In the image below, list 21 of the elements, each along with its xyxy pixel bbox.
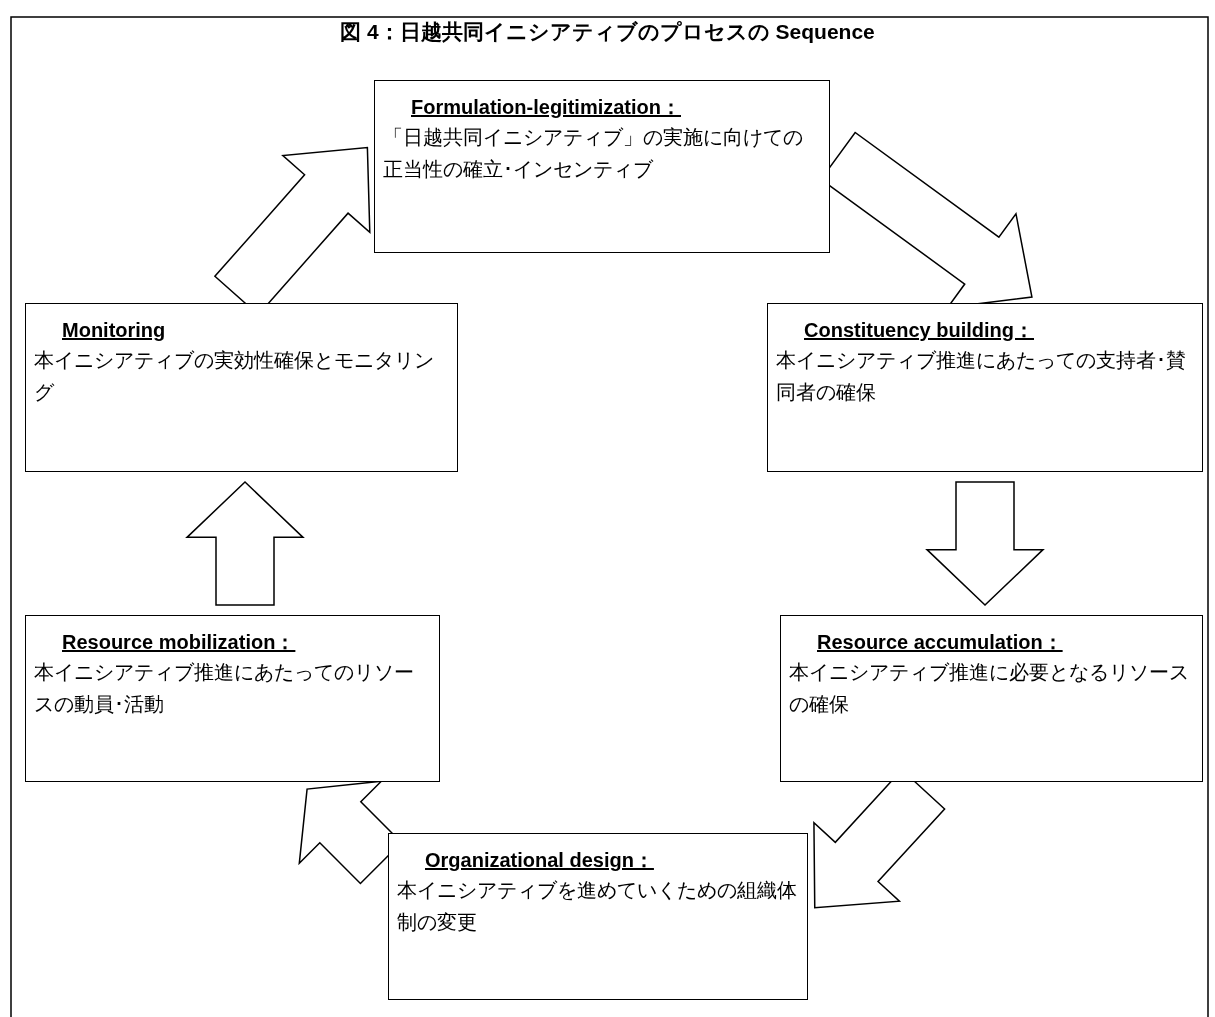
stage-heading: Resource accumulation： — [816, 630, 1063, 655]
process-box — [25, 615, 440, 782]
stage-description: 本イニシアティブの実効性確保とモニタリング — [34, 348, 435, 405]
diagram-title: 図 4：日越共同イニシアティブのプロセスの Sequence — [339, 19, 876, 45]
block-arrow — [185, 480, 305, 606]
stage-description: 本イニシアティブを進めていくための組織体制の変更 — [397, 878, 798, 935]
stage-description: 本イニシアティブ推進にあたってのリソースの動員･活動 — [34, 660, 415, 717]
stage-heading: Organizational design： — [424, 848, 654, 873]
stage-heading: Resource mobilization： — [61, 630, 296, 655]
process-box — [767, 303, 1203, 472]
stage-heading: Monitoring — [61, 318, 166, 343]
process-box — [374, 80, 830, 253]
process-box — [780, 615, 1203, 782]
stage-description: 「日越共同イニシアティブ」の実施に向けての正当性の確立･インセンティブ — [383, 125, 804, 182]
stage-heading: Formulation-legitimization： — [410, 95, 681, 120]
process-box — [388, 833, 808, 1000]
process-box — [25, 303, 458, 472]
stage-description: 本イニシアティブ推進に必要となるリソースの確保 — [789, 660, 1190, 717]
stage-description: 本イニシアティブ推進にあたっての支持者･賛同者の確保 — [776, 348, 1187, 405]
stage-heading: Constituency building： — [803, 318, 1034, 343]
block-arrow — [925, 481, 1045, 607]
